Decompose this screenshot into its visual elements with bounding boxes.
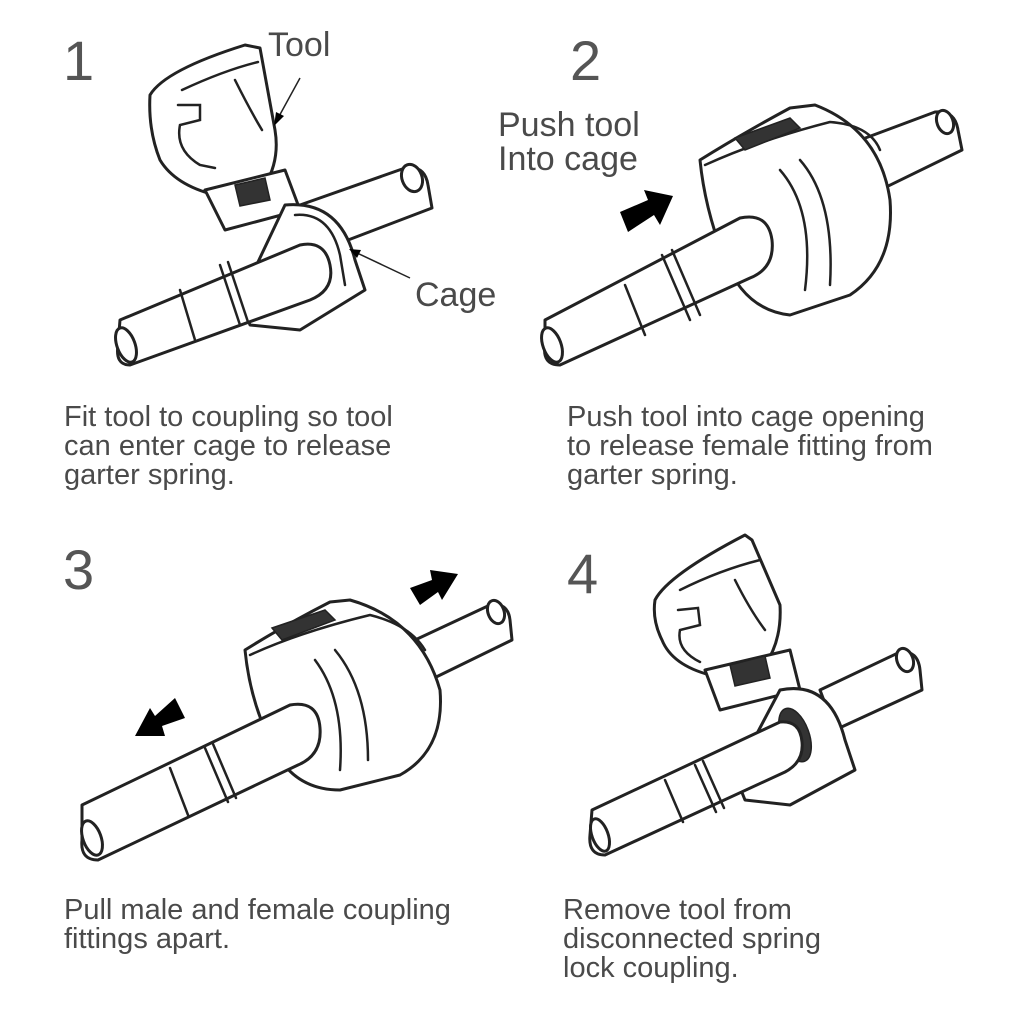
pull-right-arrow [410, 570, 458, 605]
step-caption: Pull male and female coupling fittings a… [64, 894, 451, 955]
pipe [543, 215, 774, 367]
coupling-with-tool-illustration [114, 43, 434, 367]
fittings-apart-illustration [80, 570, 514, 862]
cage-label: Cage [415, 276, 497, 314]
tool-body [652, 533, 782, 677]
pull-left-arrow [135, 698, 185, 736]
step-number: 4 [567, 542, 599, 605]
tool-removed-illustration [588, 533, 924, 857]
tool-in-cage-illustration [540, 103, 964, 367]
pipe [588, 720, 804, 857]
step-number: 3 [63, 538, 95, 601]
push-tool-label: Push tool Into cage [498, 106, 640, 178]
push-arrow [620, 190, 673, 232]
step-caption: Fit tool to coupling so tool can enter c… [64, 401, 393, 491]
pipe [80, 702, 322, 862]
step-caption: Push tool into cage opening to release f… [567, 401, 933, 491]
pipe [116, 242, 333, 367]
step-number: 2 [570, 29, 602, 92]
tool-label: Tool [268, 26, 331, 64]
step-caption: Remove tool from disconnected spring loc… [563, 894, 821, 984]
step-number: 1 [63, 29, 95, 92]
